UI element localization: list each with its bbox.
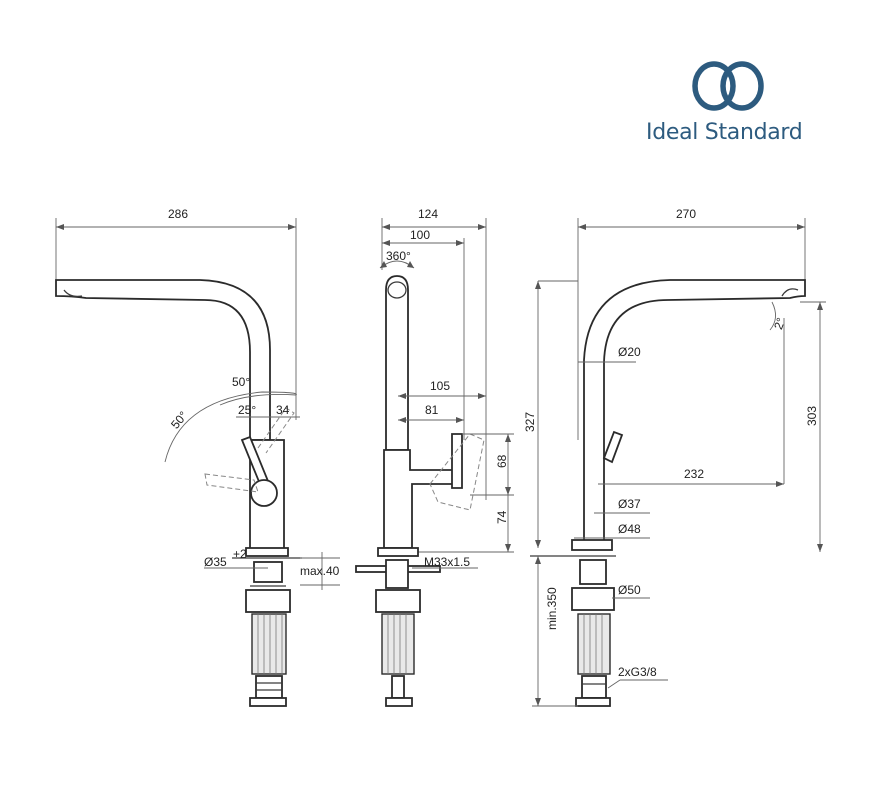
overall-width-front: 124 <box>418 207 438 221</box>
right-side-view: 270 2° 327 303 232 Ø20 Ø37 Ø48 <box>523 207 826 707</box>
lever-height: 68 <box>495 454 509 468</box>
lever-angle-1: 50° <box>168 409 191 432</box>
thread-spec: M33x1.5 <box>424 555 470 569</box>
left-side-view: 286 50° 50° 25° 34 <box>55 207 340 707</box>
total-height: 327 <box>523 412 537 432</box>
tilt-angle: 2° <box>771 316 788 332</box>
lever-offset: 81 <box>425 403 439 417</box>
offset-a: 25° <box>238 403 256 417</box>
hole-tolerance: +2 <box>233 547 247 561</box>
hole-diameter: Ø35 <box>204 555 227 569</box>
nut-diameter: Ø50 <box>618 583 641 597</box>
lever-angle-2: 50° <box>232 375 250 389</box>
spout-diameter: Ø20 <box>618 345 641 359</box>
rotation-angle: 360° <box>386 249 411 263</box>
base-diameter: Ø48 <box>618 522 641 536</box>
overall-width-right: 270 <box>676 207 696 221</box>
brand-logo: Ideal Standard <box>630 58 830 154</box>
overall-width-left: 286 <box>168 207 188 221</box>
spout-width: 100 <box>410 228 430 242</box>
brand-name: Ideal Standard <box>646 120 803 145</box>
front-view: 124 100 360° 105 81 <box>355 207 514 707</box>
outlet-height: 303 <box>805 406 819 426</box>
max-thickness: max.40 <box>300 564 340 578</box>
hose-length: min.350 <box>545 587 559 630</box>
reach: 232 <box>684 467 704 481</box>
offset-b: 34 <box>276 403 290 417</box>
connections: 2xG3/8 <box>618 665 657 679</box>
body-diameter: Ø37 <box>618 497 641 511</box>
interlinked-rings-logo-icon <box>692 61 764 111</box>
lever-reach: 105 <box>430 379 450 393</box>
base-height: 74 <box>495 510 509 524</box>
